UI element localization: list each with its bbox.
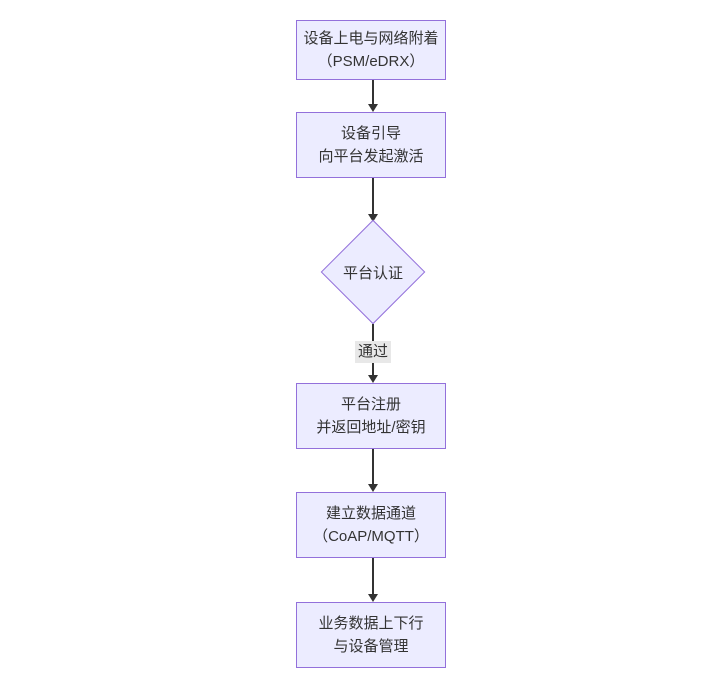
node-bootstrap-line2: 向平台发起激活 — [318, 148, 424, 165]
node-business-data-line2: 与设备管理 — [333, 638, 409, 655]
node-data-channel: 建立数据通道 （CoAP/MQTT） — [296, 492, 446, 558]
flow-arrow-5 — [366, 558, 380, 602]
node-bootstrap: 设备引导 向平台发起激活 — [296, 112, 446, 178]
node-data-channel-line1: 建立数据通道 — [325, 504, 416, 522]
flow-arrow-4 — [366, 449, 380, 492]
arrow-shaft — [372, 178, 374, 214]
node-bootstrap-line1: 设备引导 — [340, 124, 401, 142]
arrowhead-icon — [368, 375, 378, 383]
flow-arrow-2 — [366, 178, 380, 222]
node-register: 平台注册 并返回地址/密钥 — [296, 383, 446, 449]
flow-arrow-1 — [366, 80, 380, 112]
arrowhead-icon — [368, 594, 378, 602]
node-data-channel-line2: （CoAP/MQTT） — [313, 528, 429, 545]
arrowhead-icon — [368, 214, 378, 222]
node-power-attach: 设备上电与网络附着 （PSM/eDRX） — [296, 20, 446, 80]
arrow-shaft — [372, 449, 374, 484]
arrowhead-icon — [368, 104, 378, 112]
node-business-data-line1: 业务数据上下行 — [318, 614, 424, 632]
arrowhead-icon — [368, 484, 378, 492]
node-register-line2: 并返回地址/密钥 — [316, 419, 426, 436]
arrow-shaft — [372, 558, 374, 594]
node-power-attach-line1: 设备上电与网络附着 — [303, 29, 439, 47]
edge-label-pass: 通过 — [354, 341, 392, 364]
arrow-shaft — [372, 80, 374, 104]
node-power-attach-line2: （PSM/eDRX） — [317, 53, 425, 70]
node-business-data: 业务数据上下行 与设备管理 — [296, 602, 446, 668]
node-register-line1: 平台注册 — [340, 395, 401, 413]
decision-platform-auth: 平台认证 — [320, 219, 426, 325]
decision-platform-auth-label: 平台认证 — [342, 264, 403, 282]
